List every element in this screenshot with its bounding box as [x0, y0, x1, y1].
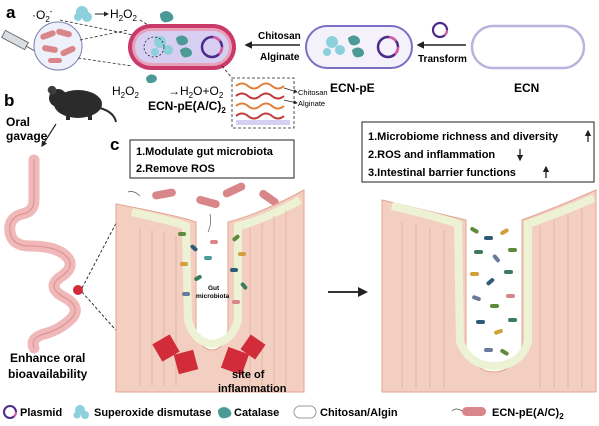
legend-sod-icon: [73, 405, 89, 419]
gut-microbiota-label-2: microbiota: [196, 293, 230, 300]
legend-plasmid-label: Plasmid: [20, 407, 62, 419]
gut-microbiota-right: [470, 227, 517, 356]
catalase-icon: [160, 11, 174, 23]
transform-label: Transform: [418, 54, 467, 65]
effects-box-right: [361, 121, 595, 183]
reaction-products-label: →H2O+O2: [168, 84, 224, 100]
legend-coating-label: Chitosan/Algin: [320, 407, 398, 419]
highlight-circle: [143, 36, 165, 58]
enhance-label-1: Enhance oral: [10, 351, 85, 365]
legend-catalase-label: Catalase: [234, 407, 279, 419]
effect-modulate: 1.Modulate gut microbiota: [136, 146, 274, 158]
layer-chitosan-label: Chitosan: [298, 88, 328, 97]
h2o2-label-bottom: H2O2: [112, 84, 139, 100]
legend-sod-label: Superoxide dismutase: [94, 407, 211, 419]
coated-bacterium-label: ECN-pE(A/C)2: [148, 99, 226, 115]
inflammation-site-label-2: inflammation: [218, 383, 287, 395]
outcome-barrier: 3.Intestinal barrier functions: [368, 167, 516, 179]
legend-plasmid-icon: [3, 405, 17, 419]
native-bacterium-label: ECN: [514, 81, 539, 95]
coating-layers-icon: [235, 82, 290, 125]
panel-label-c: c: [110, 135, 119, 154]
dashed-connector: [59, 19, 139, 37]
layer-arrow: [283, 87, 298, 93]
superoxide-label: ·O2-: [32, 7, 53, 24]
coating-chitosan-label: Chitosan: [258, 31, 301, 42]
superoxide-dismutase-icon: [74, 6, 92, 22]
effect-remove-ros: 2.Remove ROS: [136, 163, 215, 175]
intestinal-tissue-inflamed: [115, 189, 305, 393]
coating-alginate-label: Alginate: [260, 52, 300, 63]
zoom-line: [77, 57, 133, 67]
effects-box-left: [129, 139, 295, 179]
coated-bacterium-capsule: [128, 24, 236, 70]
catalase-icon: [146, 74, 157, 84]
legend: Plasmid Superoxide dismutase Catalase Ch…: [3, 405, 564, 421]
outcome-microbiome: 1.Microbiome richness and diversity: [368, 131, 559, 143]
enhance-label-2: bioavailability: [8, 367, 88, 381]
engineered-bacterium-label: ECN-pE: [330, 81, 375, 95]
zoom-line: [221, 65, 233, 79]
h2o2-label-top: H2O2: [110, 7, 137, 23]
coated-bacteria-group: [127, 182, 279, 233]
panel-label-a: a: [6, 3, 16, 22]
legend-coated-bacterium-icon: [451, 407, 486, 416]
legend-coated-bacterium-label: ECN-pE(A/C)2: [492, 407, 564, 421]
outcome-ros: 2.ROS and inflammation: [368, 149, 495, 161]
zoom-line: [79, 29, 129, 41]
magnified-bacteria-icon: [33, 21, 83, 71]
layer-alginate-label: Alginate: [298, 99, 325, 108]
panel-label-b: b: [4, 91, 14, 110]
oral-gavage-label-2: gavage: [6, 129, 48, 143]
inflammation-site-label-1: site of: [232, 369, 265, 381]
mouse-icon: [47, 85, 117, 123]
legend-catalase-icon: [218, 407, 232, 419]
intestine-icon: [4, 154, 83, 354]
legend-coating-icon: [293, 405, 317, 419]
gut-microbiota-label-1: Gut: [208, 285, 220, 292]
intestinal-tissue-healed: [381, 189, 597, 393]
layer-arrow: [283, 99, 298, 105]
engineered-bacterium-capsule: [305, 25, 413, 69]
gut-microbiota-left: [178, 232, 248, 304]
plasmid-icon: [431, 21, 449, 39]
native-bacterium-capsule: [470, 24, 586, 70]
gavage-arrow: [41, 123, 57, 148]
oral-gavage-label-1: Oral: [6, 115, 30, 129]
